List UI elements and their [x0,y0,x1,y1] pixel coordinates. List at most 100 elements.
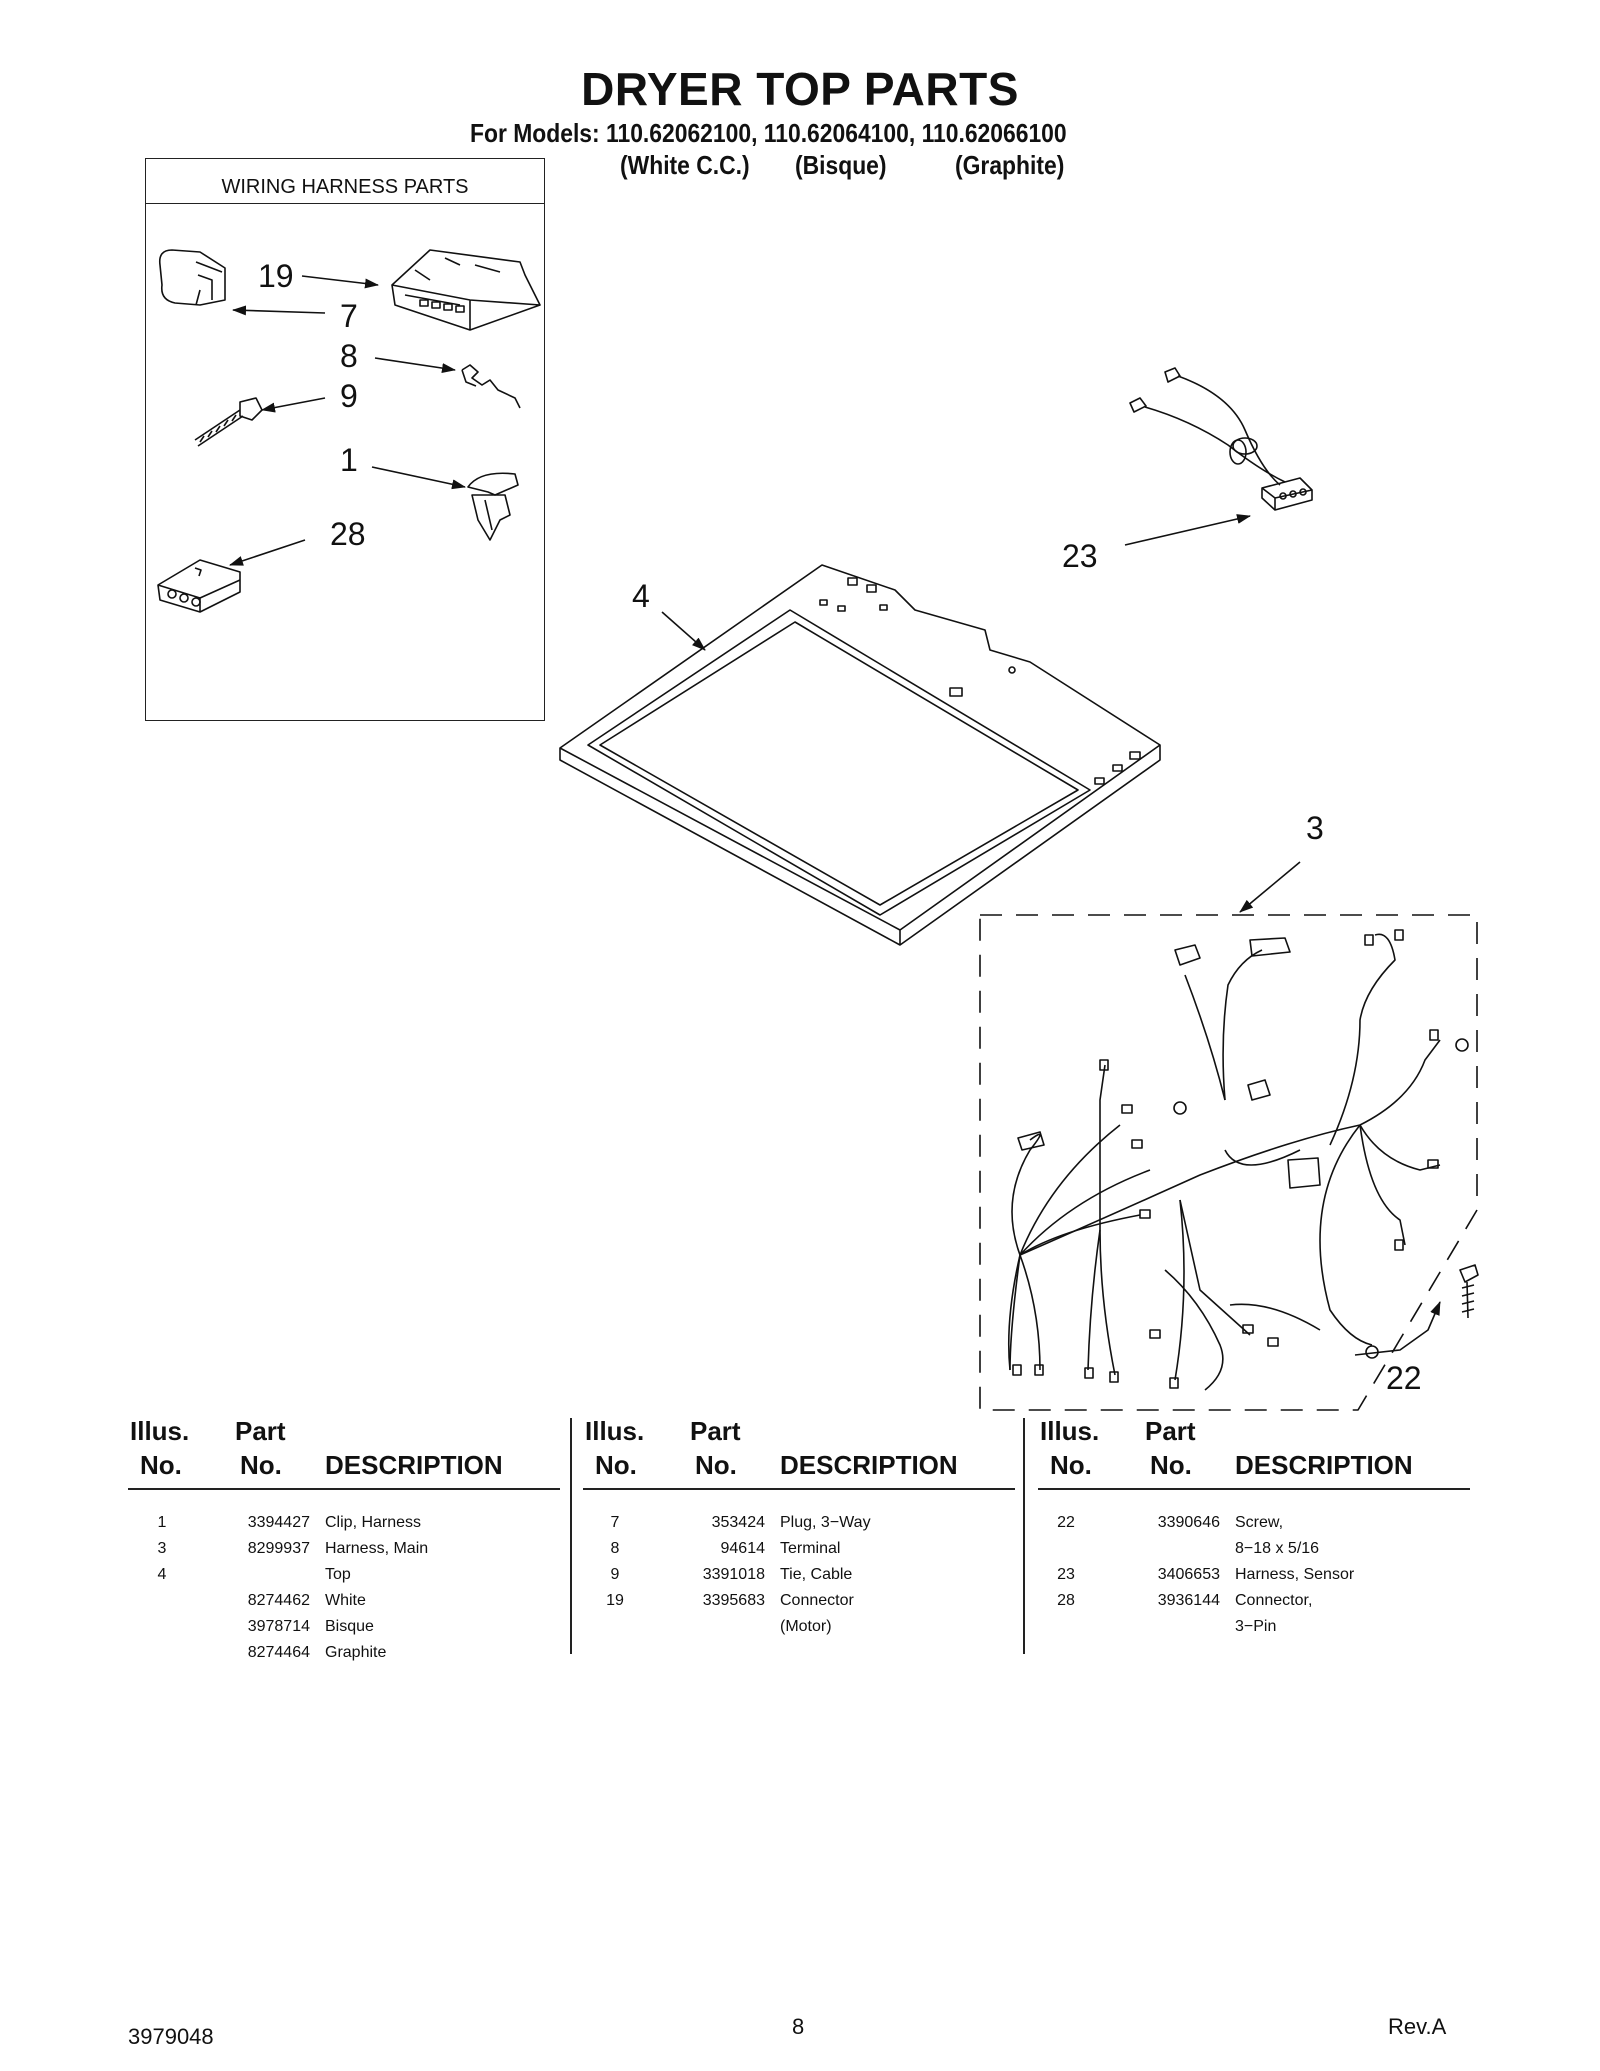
callout-22: 22 [1386,1360,1422,1396]
plug-3-way-icon [158,249,226,306]
hdr-description: DESCRIPTION [780,1450,958,1480]
illus-no: 7 [610,1514,620,1531]
description: Bisque [325,1618,374,1635]
wiring-harness-inset: WIRING HARNESS PARTS [145,158,545,721]
hdr-part-top: Part [235,1416,286,1446]
cable-tie-icon [194,397,263,447]
illus-no: 9 [610,1566,620,1583]
motor-connector-icon [391,249,541,331]
description: 3−Pin [1235,1618,1277,1635]
main-harness-box [979,914,1478,1411]
callout-9: 9 [340,378,358,414]
variant-graphite: (Graphite) [955,150,1065,180]
hdr-part-top: Part [1145,1416,1196,1446]
description: Connector [780,1592,854,1609]
illus-no: 28 [1057,1592,1075,1609]
illus-no: 19 [606,1592,624,1609]
part-no: 3406653 [1157,1566,1220,1583]
leader-19 [301,275,379,289]
description: Harness, Main [325,1540,429,1557]
hdr-illus-bottom: No. [595,1450,637,1480]
table-rule [1038,1488,1470,1490]
column-divider [570,1418,572,1654]
description: Top [325,1566,351,1583]
part-no: 3390646 [1157,1514,1220,1531]
leader-23 [1124,514,1251,546]
callout-19: 19 [258,258,294,294]
hdr-part-bottom: No. [240,1450,282,1480]
part-no: 3391018 [702,1566,765,1583]
description: 8−18 x 5/16 [1235,1540,1320,1557]
column-divider [1023,1418,1025,1654]
part-no: 8274462 [247,1592,310,1609]
hdr-description: DESCRIPTION [325,1450,503,1480]
part-no: 3978714 [247,1618,310,1635]
leader-1 [371,466,466,490]
callout-4: 4 [632,578,650,614]
leader-22 [1354,1301,1441,1356]
description: Connector, [1235,1592,1313,1609]
harness-clip-icon [467,472,519,541]
variant-white: (White C.C.) [620,150,750,180]
callout-23: 23 [1062,538,1098,574]
description: Harness, Sensor [1235,1566,1355,1583]
page-title: DRYER TOP PARTS [581,63,1019,115]
illus-no: 3 [157,1540,167,1557]
part-no: 3936144 [1157,1592,1220,1609]
part-no: 8274464 [247,1644,310,1661]
illus-no: 23 [1057,1566,1075,1583]
description: Clip, Harness [325,1514,422,1531]
description: Plug, 3−Way [780,1514,871,1531]
description: White [325,1592,366,1609]
sensor-harness [1129,367,1313,511]
callout-8: 8 [340,338,358,374]
hdr-illus-bottom: No. [1050,1450,1092,1480]
callout-7: 7 [340,298,358,334]
table-rule [128,1488,560,1490]
part-no: 3395683 [702,1592,765,1609]
description: Terminal [780,1540,841,1557]
hdr-illus-top: Illus. [1040,1416,1100,1446]
hdr-illus-top: Illus. [130,1416,190,1446]
terminal-icon [461,364,521,409]
description: (Motor) [780,1618,832,1635]
part-no: 94614 [720,1540,766,1557]
part-no: 8299937 [247,1540,310,1557]
part-no: 353424 [711,1514,765,1531]
hdr-description: DESCRIPTION [1235,1450,1413,1480]
main-wiring-harness [1007,929,1469,1391]
revision: Rev.A [1388,2014,1447,2039]
inset-title: WIRING HARNESS PARTS [146,159,544,204]
exploded-view-drawing [157,249,1479,1411]
leader-7 [232,305,326,316]
description: Graphite [325,1644,387,1661]
leader-9 [261,397,326,413]
hdr-part-top: Part [690,1416,741,1446]
leader-4 [661,611,706,651]
table-rule [583,1488,1015,1490]
description: Screw, [1235,1514,1284,1531]
part-no: 3394427 [247,1514,310,1531]
hdr-illus-top: Illus. [585,1416,645,1446]
variant-bisque: (Bisque) [795,150,887,180]
callout-28: 28 [330,516,366,552]
description: Tie, Cable [780,1566,853,1583]
illus-no: 4 [157,1566,167,1583]
hdr-part-bottom: No. [1150,1450,1192,1480]
page-number: 8 [792,2014,805,2039]
illus-no: 8 [610,1540,620,1557]
models-line: For Models: 110.62062100, 110.62064100, … [470,118,1067,148]
leader-8 [374,357,456,374]
leader-28 [229,539,306,566]
callout-3: 3 [1306,810,1324,846]
illus-no: 1 [157,1514,167,1531]
doc-number: 3979048 [128,2024,214,2049]
callout-1: 1 [340,442,358,478]
screw-icon [1459,1264,1479,1319]
hdr-illus-bottom: No. [140,1450,182,1480]
illus-no: 22 [1057,1514,1075,1531]
leader-3 [1239,861,1301,913]
dryer-top-panel [559,564,1161,946]
hdr-part-bottom: No. [695,1450,737,1480]
connector-3-pin-icon [157,559,241,613]
